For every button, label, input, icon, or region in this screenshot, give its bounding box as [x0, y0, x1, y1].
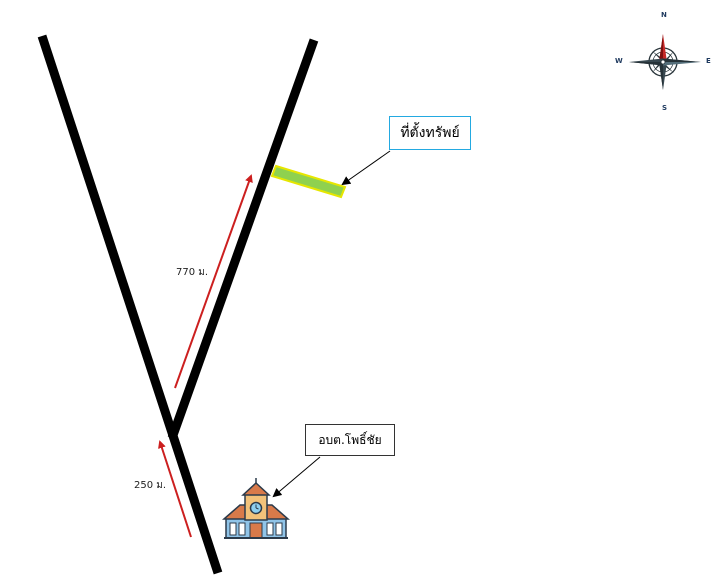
- office-label-text: อบต.โพธิ์ชัย: [318, 432, 382, 447]
- property-parcel-icon: [270, 164, 347, 199]
- compass-west-label: W: [615, 57, 623, 65]
- office-pointer: [272, 456, 321, 498]
- property-pointer: [341, 150, 391, 186]
- distance-label-upper: 770 ม.: [176, 267, 209, 278]
- compass-north-label: N: [661, 11, 667, 19]
- distance-arrow-lower: [158, 440, 192, 538]
- road-left: [37, 34, 223, 575]
- compass-east-label: E: [706, 57, 711, 65]
- property-location-label: ที่ตั้งทรัพย์: [389, 116, 471, 150]
- compass-south-label: S: [662, 104, 668, 112]
- compass-rose-icon: [629, 34, 701, 90]
- property-location-text: ที่ตั้งทรัพย์: [400, 125, 460, 141]
- distance-label-lower: 250 ม.: [134, 480, 167, 491]
- government-building-icon: [222, 478, 290, 539]
- office-label: อบต.โพธิ์ชัย: [305, 424, 395, 456]
- distance-arrow-upper: [174, 174, 253, 389]
- road-right: [167, 38, 319, 440]
